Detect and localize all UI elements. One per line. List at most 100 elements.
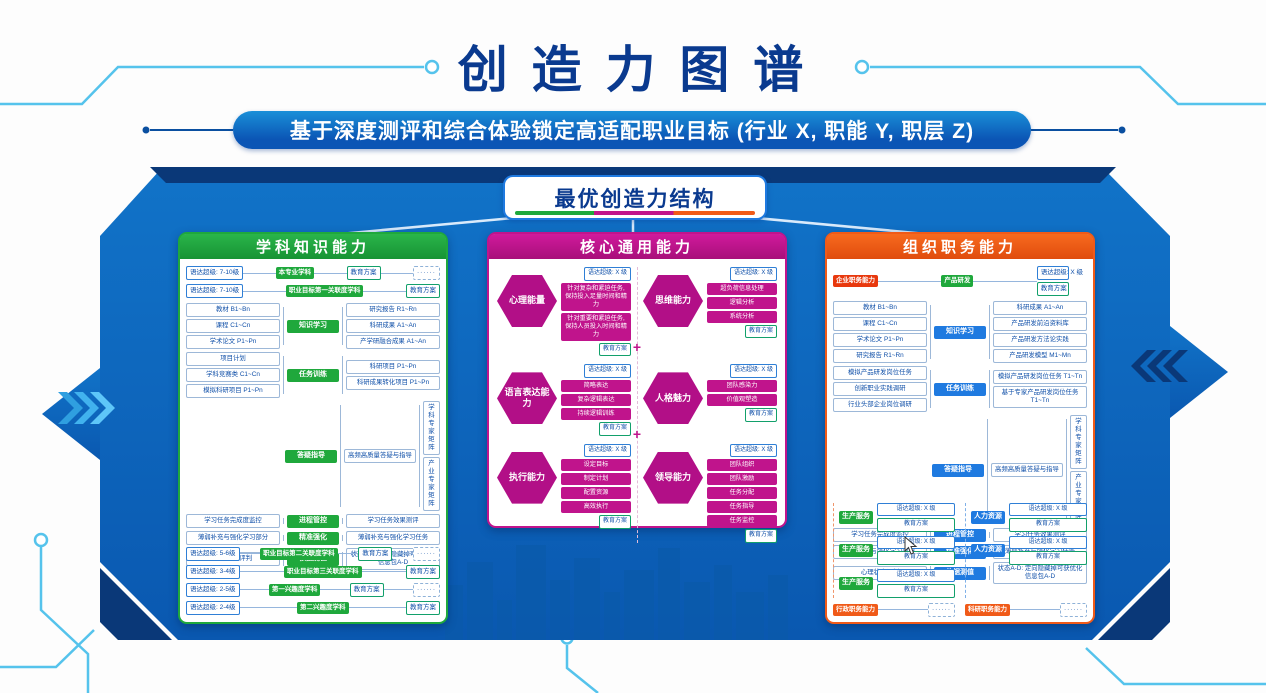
output-box: 产品研发前沿资料库 [993, 317, 1087, 332]
connector-line [239, 589, 269, 591]
level-pill: 语达超级: X 级 [877, 568, 955, 583]
connector-line [239, 607, 298, 609]
outputs-column: 学习任务效果测评 [346, 514, 440, 529]
outputs-column: 研究报告 R1~Rn 科研成果 A1~An 产学研融合成果 A1~An [346, 303, 440, 350]
outputs-column: 科研成果 A1~An 产品研发前沿资料库 产品研发方法论实践 产品研发模型 M1… [993, 301, 1087, 364]
process-node: 知识学习 [287, 319, 339, 333]
ability-item: 团队组织 [707, 459, 777, 472]
connector-line [337, 553, 359, 555]
subject-process-tree: 教材 B1~Bn 课程 C1~Cn 学术论文 P1~Pn 知识学习 研究报告 R… [186, 303, 440, 571]
panel-core-general: 核心通用能力 + + 心理能量 语达超级: X 级 针对复杂和紧迫任务, 保持投… [487, 232, 787, 543]
duty-services: 生产服务 语达超级: X 级 教育方案 生产服务 语达超级: X 级 教育方案 … [833, 502, 1087, 598]
service-row: 人力资源 语达超级: X 级 教育方案 [971, 502, 1087, 532]
core-general-title: 核心通用能力 [489, 234, 785, 259]
hexagon-ability: 思维能力 [643, 275, 703, 327]
bracket-line [283, 518, 284, 525]
bracket-line [1065, 419, 1067, 522]
process-node: 进程管控 [287, 514, 339, 528]
input-box: 薄弱补充与强化学习部分 [186, 531, 280, 546]
bracket-line [342, 356, 343, 395]
ability-item: 逻辑分析 [707, 296, 777, 309]
right-protrusion [1170, 326, 1228, 418]
tree-row-task-training: 项目计划 学科竞赛类 C1~Cn 模拟科研项目 P1~Pn 任务训练 科研项目 … [186, 352, 440, 399]
production-service-box: 生产服务 [839, 544, 873, 557]
education-plan-box: 教育方案 [877, 584, 955, 598]
bracket-line [342, 535, 343, 542]
production-service-box: 生产服务 [839, 511, 873, 524]
subject-box: 职业目标第一关联度学科 [285, 285, 364, 298]
level-pill: 语达超级: 2-4级 [186, 600, 240, 615]
input-box: 课程 C1~Cn [833, 317, 927, 332]
chevrons-right-icon [58, 392, 115, 424]
connector-line [383, 589, 413, 591]
bracket-line [930, 305, 931, 360]
ability-item: 持续逻辑训练 [561, 408, 631, 421]
output-box: 产学研融合成果 A1~An [346, 335, 440, 350]
ability-item: 任务指导 [707, 501, 777, 514]
bracket-line [283, 307, 284, 346]
connector-line [392, 553, 413, 555]
hexagon-ability: 领导能力 [643, 451, 703, 504]
ability-details: 语达超级: X 级 超负荷信息处理 逻辑分析 系统分析 教育方案 [707, 267, 777, 339]
connector-line [363, 290, 406, 292]
panel-subject-knowledge: 学科知识能力 语达超级: 7-10级 本专业学科 教育方案 ······ 语达超… [178, 232, 448, 624]
ability-item: 设定目标 [561, 459, 631, 472]
output-box: 产业专家矩阵 [422, 457, 440, 512]
connector-line [243, 272, 276, 274]
level-plan-stack: 语达超级: X 级 教育方案 [1009, 502, 1087, 532]
input-box: 模拟科研项目 P1~Pn [186, 384, 280, 399]
bracket-line [342, 552, 343, 567]
ability-item: 团队激励 [707, 473, 777, 486]
input-box: 课程 C1~Cn [186, 319, 280, 334]
core-general-body: + + 心理能量 语达超级: X 级 针对复杂和紧迫任务, 保持投入足量时间和精… [489, 259, 785, 551]
level-plan-stack: 语达超级: X 级 教育方案 [1009, 535, 1087, 565]
output-box: 科研成果 A1~An [993, 301, 1087, 316]
bracket-line [418, 405, 420, 508]
inputs-column: 教材 B1~Bn 课程 C1~Cn 学术论文 P1~Pn [186, 303, 280, 350]
tree-row-monitoring: 学习任务完成度监控 进程管控 学习任务效果测评 [186, 514, 440, 529]
subject-row: 语达超级: 2-4级 第二兴趣度学科 教育方案 [186, 600, 441, 615]
level-pill: 语达超级: X 级 [729, 267, 777, 281]
level-pill: 语达超级: 7-10级 [186, 284, 244, 299]
output-box: 科研项目 P1~Pn [346, 360, 440, 375]
service-row: 生产服务 语达超级: X 级 教育方案 [839, 502, 955, 532]
ability-item: 配置资源 [561, 487, 631, 500]
output-box: 状态A-D: 定向隐藏掉可获优化信息包A-D [993, 562, 1087, 585]
optimal-structure-node: 最优创造力结构 [503, 175, 767, 220]
banner-extension-lines [142, 126, 1126, 134]
education-plan-box: 教育方案 [406, 600, 441, 615]
hexagon-ability: 执行能力 [497, 451, 557, 504]
mid-box: 高频高质量答疑与指导 [344, 449, 416, 464]
organizational-duty-body: 企业职务能力 产品研发 语达超级: X 级 教育方案 教材 B1~Bn 课程 C… [827, 259, 1093, 622]
input-box: 模拟产品研发岗位任务 [833, 366, 927, 381]
production-service-box: 生产服务 [839, 577, 873, 590]
process-node: 任务训练 [287, 368, 339, 382]
page-title: 创 造 力 图 谱 [457, 42, 809, 98]
outputs-column: 模拟产品研发岗位任务 T1~Tn 基于专家产品研发岗位任务 T1~Tn [993, 370, 1087, 409]
subject-box: 职业目标第三关联度学科 [284, 565, 362, 578]
input-box: 教材 B1~Bn [833, 301, 927, 316]
bracket-line [930, 532, 931, 539]
level-pill: 语达超级: 2-5级 [186, 582, 240, 597]
output-box: 基于专家产品研发岗位任务 T1~Tn [993, 386, 1087, 409]
panel-organizational-duty: 组织职务能力 企业职务能力 产品研发 语达超级: X 级 教育方案 教材 B1~… [825, 232, 1095, 624]
connector-line [320, 589, 350, 591]
level-plan-stack: 语达超级: X 级 教育方案 [877, 568, 955, 598]
education-plan-box: 教育方案 [598, 342, 631, 357]
subject-row: 语达超级: 2-5级 第一兴趣度学科 教育方案 ······ [186, 582, 440, 597]
output-box: 产品研发方法论实践 [993, 333, 1087, 348]
level-pill: 语达超级: X 级 [877, 502, 955, 517]
ellipsis-box: ······ [1060, 602, 1087, 617]
production-services-column: 生产服务 语达超级: X 级 教育方案 生产服务 语达超级: X 级 教育方案 … [833, 502, 955, 598]
education-plan-box: 教育方案 [346, 266, 381, 281]
inputs-column: 教材 B1~Bn 课程 C1~Cn 学术论文 P1~Pn 研究报告 R1~Rn [833, 301, 927, 364]
other-duties-row: 行政职务能力 ······ 科研职务能力 ······ [833, 602, 1087, 617]
ability-group-language: 语言表达能力 语达超级: X 级 简略表达 复杂逻辑表达 持续逻辑训练 教育方案 [497, 364, 631, 436]
hexagon-ability: 语言表达能力 [497, 372, 557, 425]
input-box: 项目计划 [186, 352, 280, 367]
level-pill: 语达超级: X 级 [1009, 535, 1087, 550]
education-plan-box: 教育方案 [598, 515, 631, 529]
human-resources-column: 人力资源 语达超级: X 级 教育方案 人力资源 语达超级: X 级 教育方案 [965, 502, 1087, 598]
process-node: 答疑指导 [285, 449, 337, 463]
service-row: 生产服务 语达超级: X 级 教育方案 [839, 568, 955, 598]
